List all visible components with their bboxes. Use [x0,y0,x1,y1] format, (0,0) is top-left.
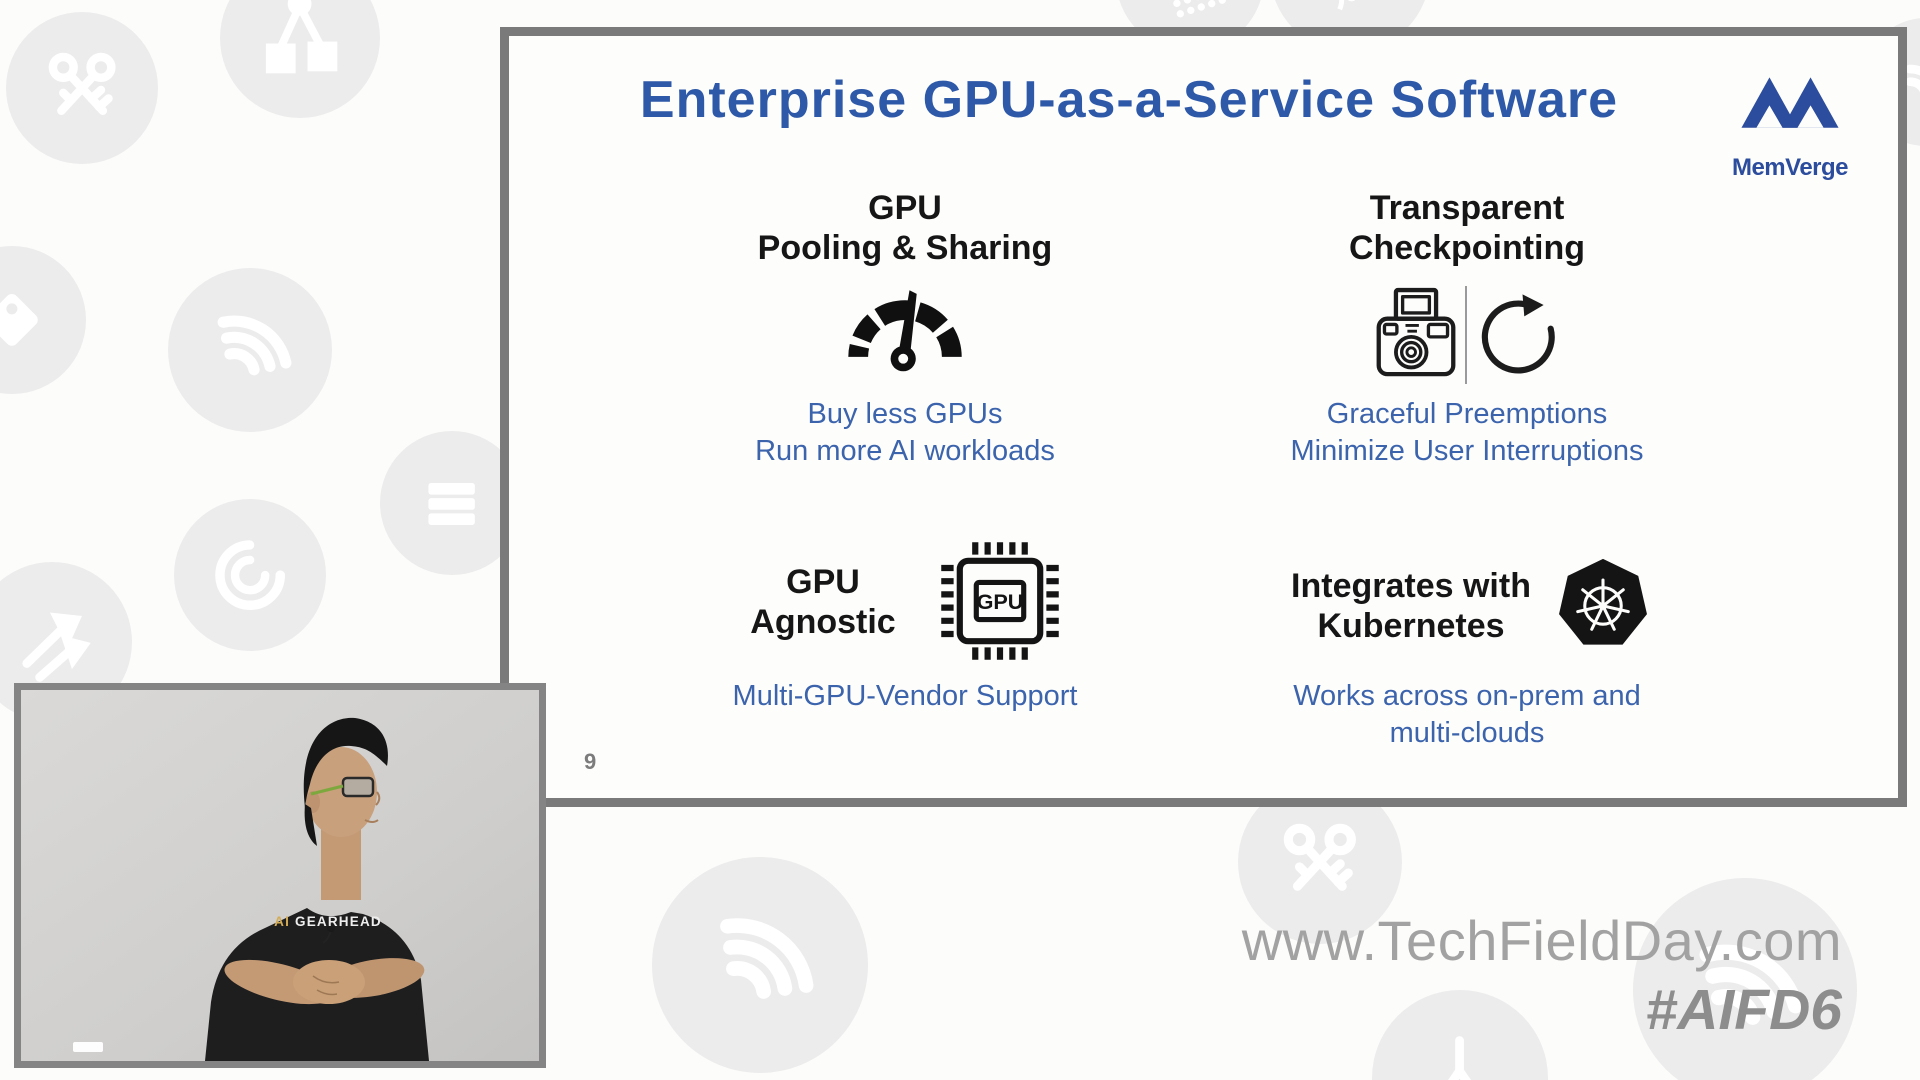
arrows-icon [22,612,92,683]
gpu-chip-label: GPU [977,589,1024,614]
presenter-hair [303,717,388,808]
techfieldday-url: www.TechFieldDay.com [1241,909,1842,972]
tag-icon [0,294,38,346]
slide-page-number: 9 [584,749,597,774]
quadrant-heading-pooling: GPU Pooling & Sharing [757,189,1053,267]
watermark-circle [6,12,158,164]
watermark-circle [220,0,380,118]
quadrant-heading-checkpointing: Transparent Checkpointing [1348,189,1586,267]
keys-icon [48,52,116,115]
quadrant-heading-agnostic: GPU Agnostic [750,563,896,641]
wifi-icon [217,315,292,376]
disc-icon [215,540,285,610]
quadrant-desc-checkpointing: Graceful Preemptions Minimize User Inter… [1290,398,1644,467]
lavalier-mic [327,924,335,932]
memverge-logo: MemVerge [1725,68,1855,182]
watermark-footer: www.TechFieldDay.com #AIFD6 [1242,908,1842,1043]
keyboard-icon [1173,0,1226,18]
wifi-icon [720,918,814,999]
network-icon [266,0,338,74]
refresh-icon [1481,294,1555,374]
gpu-chip-icon: GPU [941,542,1059,660]
slide-title: Enterprise GPU-as-a-Service Software [639,71,1619,129]
keyboard-icon [1337,0,1357,11]
quadrant-desc-pooling: Buy less GPUs Run more AI workloads [755,398,1055,467]
gauge-icon [848,290,962,372]
watermark-circle [1633,878,1857,1080]
kubernetes-icon [1559,558,1647,645]
watermark-circle [1238,780,1402,944]
quadrant-desc-agnostic: Multi-GPU-Vendor Support [732,680,1078,712]
watermark-circle [652,857,868,1073]
wifi-icon [1905,64,1920,93]
watermark-circle [174,499,326,651]
presenter-glasses [341,776,375,798]
keys-icon [1283,823,1357,891]
quadrant-desc-kubernetes: Works across on-prem and multi-clouds [1293,680,1641,749]
quadrant-heading-kubernetes: Integrates with Kubernetes [1291,567,1531,645]
camera-icon [1376,287,1456,377]
memverge-logo-text: MemVerge [1731,154,1849,181]
shirt-text: AI GEARHEAD [274,914,382,929]
caption-chip [73,1042,103,1052]
slide: Enterprise GPU-as-a-Service Software Mem… [500,27,1907,807]
memverge-logo-mark [1741,77,1839,128]
watermark-circle [168,268,332,432]
presenter-face [305,747,377,837]
server-icon [428,483,476,526]
event-hashtag: #AIFD6 [1645,978,1842,1042]
watermark-circle [0,246,86,394]
webcam-overlay: AI GEARHEAD [14,683,546,1068]
icon-divider [1465,286,1467,384]
wifi-icon [1699,944,1803,1025]
presenter-figure: AI GEARHEAD [21,690,539,1061]
branch-icon [1448,1036,1472,1080]
